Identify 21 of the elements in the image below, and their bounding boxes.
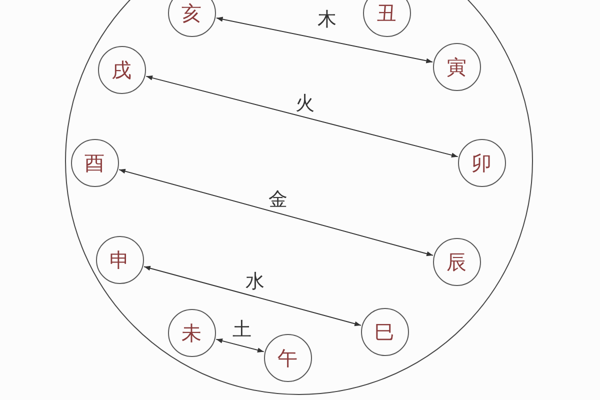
edge-label: 土 xyxy=(232,320,252,340)
circle-node: 申 xyxy=(96,236,144,284)
double-arrow xyxy=(216,16,433,64)
double-arrow xyxy=(118,168,434,256)
circle-node: 巳 xyxy=(360,308,408,356)
double-arrow xyxy=(146,75,458,158)
circle-node: 亥 xyxy=(168,0,216,36)
circle-node: 寅 xyxy=(432,42,480,90)
double-arrow xyxy=(144,266,362,326)
edge-label: 火 xyxy=(294,94,316,114)
circle-node: 戌 xyxy=(98,46,146,94)
circle-node: 辰 xyxy=(432,238,480,286)
circle-node: 午 xyxy=(264,334,312,382)
edge-label: 水 xyxy=(244,272,266,292)
edge-label: 木 xyxy=(316,10,338,30)
circle-node: 丑 xyxy=(362,0,410,36)
circle-node: 卯 xyxy=(458,138,506,186)
circle-node: 酉 xyxy=(70,138,118,186)
circle-node: 未 xyxy=(168,308,216,356)
edge-label: 金 xyxy=(268,190,288,210)
double-arrow xyxy=(216,338,264,353)
